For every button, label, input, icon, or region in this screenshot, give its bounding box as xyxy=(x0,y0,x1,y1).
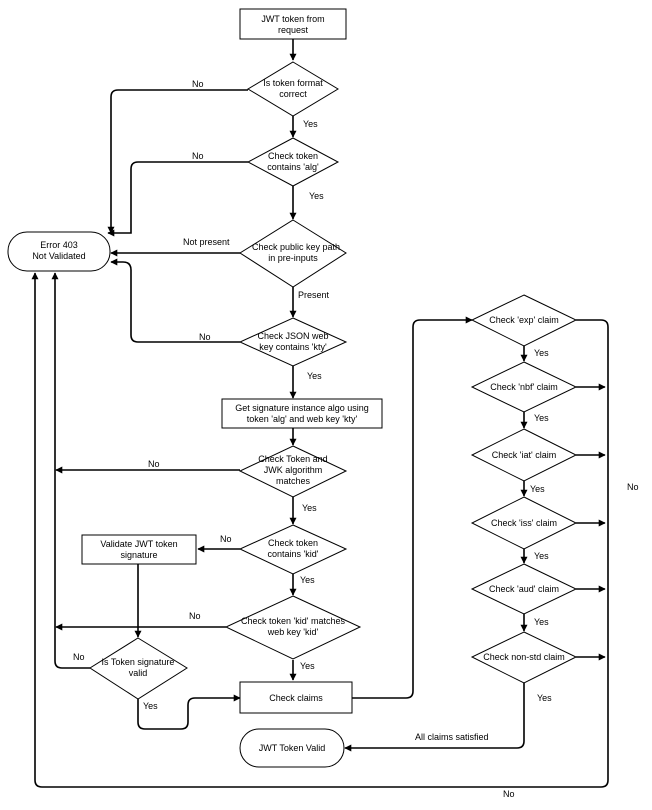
node-public-key-check-label-2: in pre-inputs xyxy=(268,253,318,263)
node-iss-check xyxy=(470,496,578,550)
node-error-403-label-1: Error 403 xyxy=(40,240,78,250)
label-pk-no: Not present xyxy=(183,237,230,247)
node-exp-check xyxy=(470,294,578,347)
label-alg-no: No xyxy=(192,151,204,161)
node-nonstd-check-label: Check non-std claim xyxy=(483,652,565,662)
node-error-403-label-2: Not Validated xyxy=(32,251,85,261)
label-kty-yes: Yes xyxy=(307,371,322,381)
node-start-label-1: JWT token from xyxy=(261,14,324,24)
node-get-signature-label-2: token 'alg' and web key 'kty' xyxy=(247,414,358,424)
node-iat-check-label: Check 'iat' claim xyxy=(492,450,556,460)
edge-labels: No Yes No Yes Not present Present No Yes… xyxy=(73,79,639,799)
edge-claims-exp xyxy=(352,316,473,699)
label-iat-yes: Yes xyxy=(530,484,545,494)
edge-fmt-no xyxy=(107,89,248,234)
label-jwk-yes: Yes xyxy=(302,503,317,513)
node-signature-valid-check xyxy=(89,637,188,700)
label-jwk-no: No xyxy=(148,459,160,469)
label-kidm-yes: Yes xyxy=(300,661,315,671)
node-signature-valid-check-label-2: valid xyxy=(129,668,148,678)
node-check-claims-label: Check claims xyxy=(269,693,323,703)
node-jwk-alg-check-label-3: matches xyxy=(276,476,311,486)
label-kid-yes: Yes xyxy=(300,575,315,585)
node-signature-valid-check-label-1: Is Token signature xyxy=(102,657,175,667)
node-get-signature-label-1: Get signature instance algo using xyxy=(235,403,369,413)
node-kty-check-label-1: Check JSON web xyxy=(257,331,328,341)
node-nbf-check xyxy=(470,361,578,413)
label-aud-yes: Yes xyxy=(534,617,549,627)
node-kid-match-check-label-1: Check token 'kid' matches xyxy=(241,616,345,626)
label-sig-yes: Yes xyxy=(143,701,158,711)
label-kty-no: No xyxy=(199,332,211,342)
node-kty-check xyxy=(238,317,348,367)
node-token-valid-label: JWT Token Valid xyxy=(259,743,326,753)
node-kid-check-label-2: contains 'kid' xyxy=(268,549,319,559)
label-bottom-no: No xyxy=(503,789,515,799)
edge-kty-no xyxy=(110,258,240,343)
node-alg-check-label-2: contains 'alg' xyxy=(267,162,319,172)
label-kid-no: No xyxy=(220,534,232,544)
label-pk-yes: Present xyxy=(298,290,330,300)
node-format-check xyxy=(247,61,339,117)
node-start xyxy=(239,8,347,40)
label-all-claims-satisfied: All claims satisfied xyxy=(415,732,489,742)
edge-claims-no-loop xyxy=(31,272,609,788)
node-kid-check xyxy=(238,524,348,575)
node-check-claims xyxy=(239,681,353,714)
node-public-key-check-label-1: Check public key path xyxy=(252,242,340,252)
node-start-label-2: request xyxy=(278,25,309,35)
node-kid-check-label-1: Check token xyxy=(268,538,318,548)
node-jwk-alg-check-label-1: Check Token and xyxy=(258,454,327,464)
node-format-check-label-2: correct xyxy=(279,89,307,99)
node-nonstd-check xyxy=(470,631,578,684)
node-error-403 xyxy=(7,231,111,272)
label-iss-yes: Yes xyxy=(534,551,549,561)
label-sig-no: No xyxy=(73,652,85,662)
node-kid-match-check xyxy=(224,595,362,660)
node-aud-check-label: Check 'aud' claim xyxy=(489,584,559,594)
label-alg-yes: Yes xyxy=(309,191,324,201)
label-exp-yes: Yes xyxy=(534,348,549,358)
node-public-key-check xyxy=(239,219,347,288)
edges xyxy=(31,39,609,788)
node-iat-check xyxy=(470,428,578,482)
edge-alg-no xyxy=(107,161,248,237)
label-format-no: No xyxy=(192,79,204,89)
node-validate-signature-label-2: signature xyxy=(120,550,157,560)
node-alg-check-label-1: Check token xyxy=(268,151,318,161)
label-nonstd-yes: Yes xyxy=(537,693,552,703)
node-alg-check xyxy=(246,137,340,187)
node-format-check-label-1: Is token format xyxy=(263,78,323,88)
node-iss-check-label: Check 'iss' claim xyxy=(491,518,557,528)
node-validate-signature xyxy=(81,534,197,565)
node-get-signature xyxy=(221,398,383,429)
edge-nonstd-yes xyxy=(344,683,525,752)
label-claims-no: No xyxy=(627,482,639,492)
edge-sig-yes xyxy=(137,694,241,730)
label-nbf-yes: Yes xyxy=(534,413,549,423)
node-nbf-check-label: Check 'nbf' claim xyxy=(490,382,557,392)
node-validate-signature-label-1: Validate JWT token xyxy=(100,539,177,549)
node-jwk-alg-check-label-2: JWK algorithm xyxy=(264,465,323,475)
label-format-yes: Yes xyxy=(303,119,318,129)
node-exp-check-label: Check 'exp' claim xyxy=(489,315,558,325)
node-kid-match-check-label-2: web key 'kid' xyxy=(267,627,319,637)
node-token-valid xyxy=(239,728,345,768)
label-kidm-no: No xyxy=(189,611,201,621)
edge-sig-no xyxy=(51,272,90,669)
node-jwk-alg-check xyxy=(238,445,348,498)
node-aud-check xyxy=(470,563,578,615)
node-kty-check-label-2: key contains 'kty' xyxy=(259,342,327,352)
nodes: JWT token from request Is token format c… xyxy=(7,8,578,768)
